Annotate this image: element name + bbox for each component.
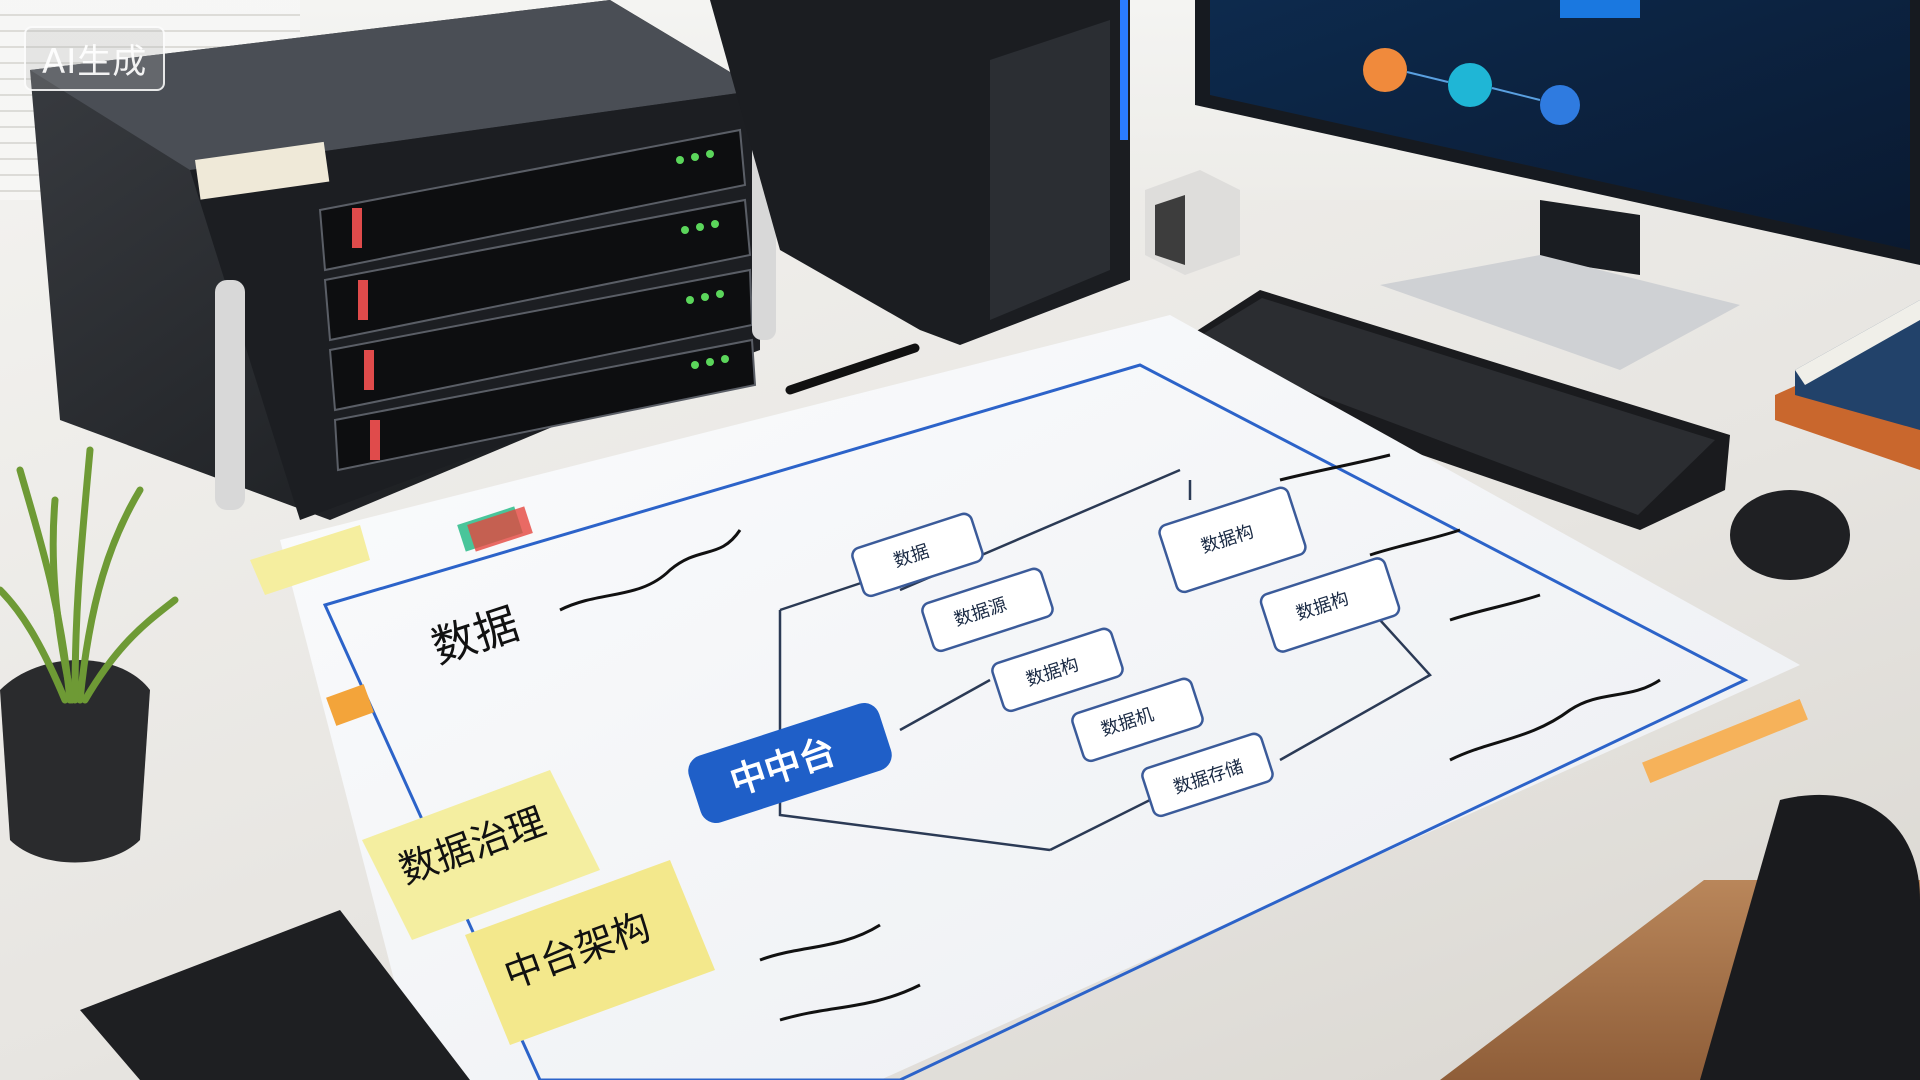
potted-plant	[0, 446, 179, 863]
office-chair	[1700, 794, 1920, 1080]
rack-label-sticker	[194, 141, 330, 200]
handwritten-notes	[559, 453, 1661, 1022]
dashboard-map	[1560, 0, 1640, 18]
cube-speaker	[1145, 170, 1240, 275]
ai-generated-watermark: AI生成	[24, 26, 166, 91]
mouse	[1730, 490, 1850, 580]
diagram-nodes	[851, 486, 1401, 818]
monitor-neck	[1540, 200, 1640, 275]
server-rack	[30, 0, 776, 520]
keyboard	[1175, 290, 1730, 530]
dashboard-blue-node	[1540, 85, 1580, 125]
red-indicators	[352, 208, 380, 460]
dashboard-orange-node	[1363, 48, 1407, 92]
sticky-note-small	[250, 525, 370, 595]
pen	[785, 343, 920, 395]
dashboard-cyan-node	[1448, 63, 1492, 107]
tab-red	[467, 506, 533, 552]
monitor	[1195, 0, 1920, 370]
monitor-stand-base	[1380, 255, 1740, 370]
sticky-note-1-bg	[362, 770, 600, 940]
hub-node	[688, 702, 892, 824]
sticky-note-2-bg	[465, 860, 715, 1045]
tower-computer	[710, 0, 1130, 345]
notebook	[80, 910, 470, 1080]
book-stack	[1775, 300, 1920, 470]
tab-orange-right	[1642, 698, 1808, 784]
tower-blue-light	[1120, 0, 1128, 140]
drive-bays	[318, 128, 757, 472]
rack-handle-left	[215, 280, 245, 510]
status-leds	[676, 150, 729, 369]
tab-orange	[326, 684, 374, 726]
